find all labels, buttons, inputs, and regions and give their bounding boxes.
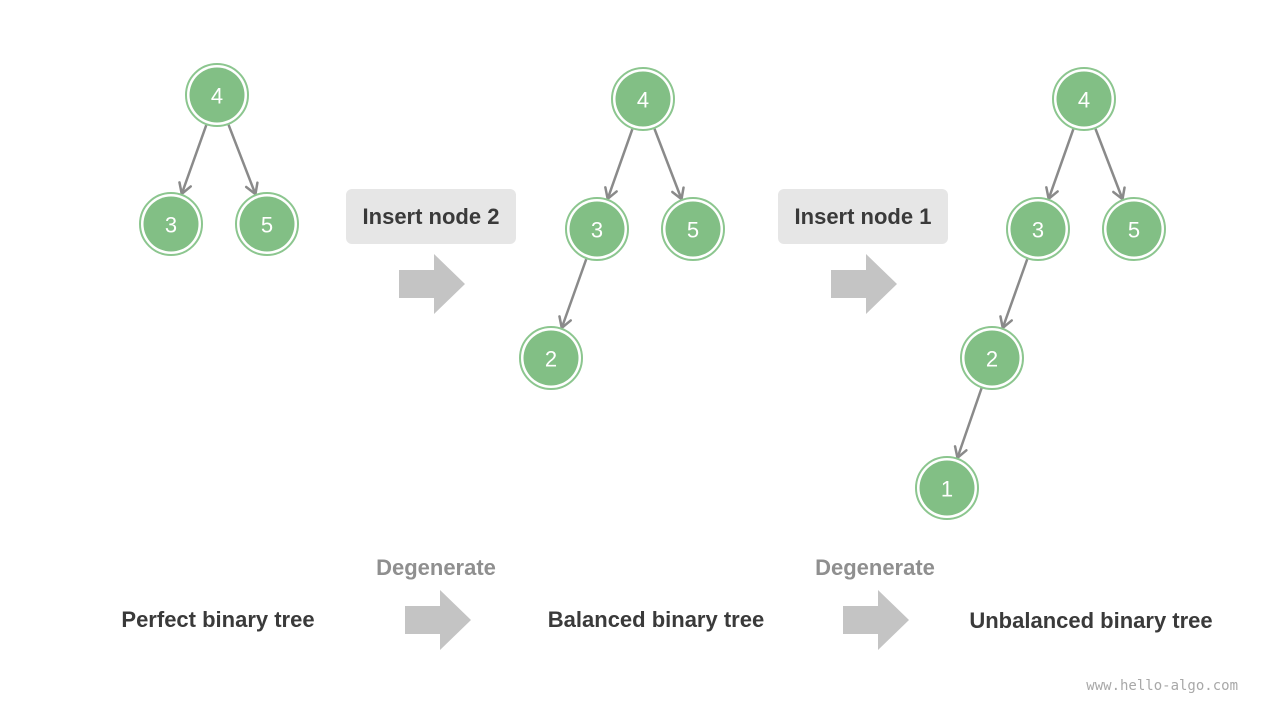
edges-layer [178, 124, 1126, 460]
tree-node: 5 [1102, 197, 1166, 261]
tree-node: 5 [235, 192, 299, 256]
tree-edge [1094, 128, 1126, 201]
tree-node: 5 [661, 197, 725, 261]
insert-arrow-1-icon [399, 254, 465, 314]
tree-edge [604, 128, 634, 201]
caption-balanced-tree: Balanced binary tree [547, 607, 765, 632]
tree-node: 4 [611, 67, 675, 131]
degenerate-arrow-1-icon [405, 590, 471, 650]
caption-unbalanced-tree: Unbalanced binary tree [969, 608, 1213, 633]
tree-node: 3 [139, 192, 203, 256]
node-value: 4 [1078, 88, 1090, 113]
node-value: 2 [545, 347, 557, 372]
tree-edge [227, 124, 259, 196]
node-value: 1 [941, 477, 953, 502]
tree-node: 2 [960, 326, 1024, 390]
tree-edge [953, 387, 983, 460]
tree-edge [178, 124, 208, 196]
nodes-layer: 4 3 5 4 3 5 2 4 3 5 2 1 [139, 63, 1166, 520]
tree-node: 2 [519, 326, 583, 390]
node-value: 4 [211, 84, 223, 109]
node-value: 5 [261, 213, 273, 238]
tree-edge [1045, 128, 1075, 201]
arrows-layer [399, 254, 909, 650]
insert-arrow-2-icon [831, 254, 897, 314]
watermark: www.hello-algo.com [1086, 678, 1238, 694]
caption-perfect-tree: Perfect binary tree [121, 607, 315, 632]
node-value: 2 [986, 347, 998, 372]
node-value: 5 [1128, 218, 1140, 243]
degenerate-label-1: Degenerate [376, 555, 496, 580]
tree-edge [558, 258, 588, 330]
tree-node: 4 [185, 63, 249, 127]
degenerate-label-2: Degenerate [815, 555, 935, 580]
tree-node: 4 [1052, 67, 1116, 131]
node-value: 4 [637, 88, 649, 113]
tree-node: 3 [1006, 197, 1070, 261]
node-value: 5 [687, 218, 699, 243]
node-value: 3 [591, 218, 603, 243]
insert-node-1-box: Insert node 1 [778, 189, 948, 244]
insert-node-1-label: Insert node 1 [794, 203, 932, 229]
insert-node-2-box: Insert node 2 [346, 189, 516, 244]
tree-node: 1 [915, 456, 979, 520]
node-value: 3 [165, 213, 177, 238]
insert-node-2-label: Insert node 2 [362, 203, 500, 229]
degenerate-arrow-2-icon [843, 590, 909, 650]
tree-edge [653, 128, 685, 201]
tree-node: 3 [565, 197, 629, 261]
node-value: 3 [1032, 218, 1044, 243]
tree-edge [999, 258, 1029, 330]
